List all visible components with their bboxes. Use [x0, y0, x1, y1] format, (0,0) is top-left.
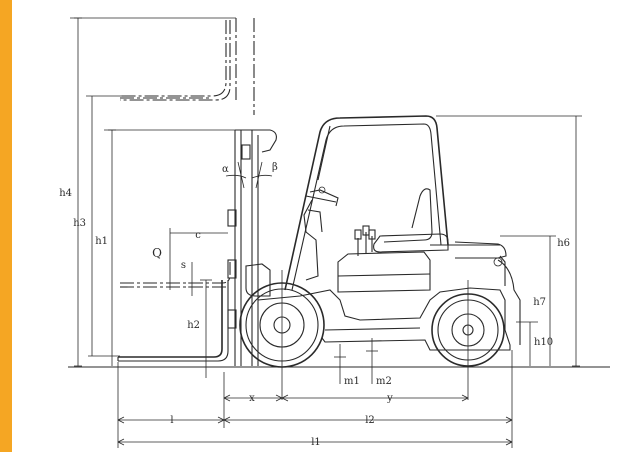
label-h2: h2	[187, 320, 200, 331]
fork	[117, 280, 229, 362]
dimension-h1	[104, 129, 236, 366]
control-levers	[354, 225, 376, 256]
label-q: Q	[152, 246, 162, 260]
label-h1: h1	[95, 236, 108, 247]
chassis	[257, 241, 521, 351]
dimension-h7	[500, 235, 556, 366]
dimension-h10	[516, 321, 538, 366]
tilt-cylinder	[245, 263, 271, 297]
dimension-h6	[436, 115, 582, 367]
dimension-h2	[200, 279, 212, 378]
dimension-l2	[223, 350, 513, 448]
label-y: y	[386, 393, 393, 404]
dimension-h3	[86, 95, 130, 357]
dimension-m1	[334, 344, 346, 384]
dimension-x	[223, 372, 283, 404]
mast	[227, 129, 277, 366]
label-l1: l1	[311, 437, 321, 448]
dimension-m2	[366, 338, 378, 384]
label-beta: β	[272, 162, 278, 173]
steering-wheel	[303, 186, 339, 281]
dimension-c	[169, 228, 228, 290]
label-m2: m2	[376, 376, 392, 387]
dimension-l	[117, 362, 225, 448]
dimension-y	[281, 394, 469, 402]
overhead-guard	[284, 115, 449, 291]
fork-raised	[120, 262, 231, 284]
label-h4: h4	[59, 188, 72, 199]
accent-bar	[0, 0, 12, 452]
label-c: c	[195, 230, 201, 241]
dimension-l1	[117, 438, 513, 446]
tilt-angles	[225, 161, 273, 189]
dimension-h4	[70, 17, 236, 367]
dimension-s	[188, 262, 196, 296]
label-l: l	[170, 415, 173, 426]
label-h7: h7	[533, 297, 546, 308]
label-s: s	[181, 260, 186, 271]
label-l2: l2	[365, 415, 375, 426]
label-h10: h10	[534, 337, 553, 348]
seat	[337, 188, 449, 293]
label-alpha: α	[222, 164, 229, 175]
label-x: x	[249, 393, 255, 404]
mast-extended	[120, 18, 255, 115]
label-h6: h6	[557, 238, 570, 249]
label-h3: h3	[73, 218, 86, 229]
label-m1: m1	[344, 376, 360, 387]
